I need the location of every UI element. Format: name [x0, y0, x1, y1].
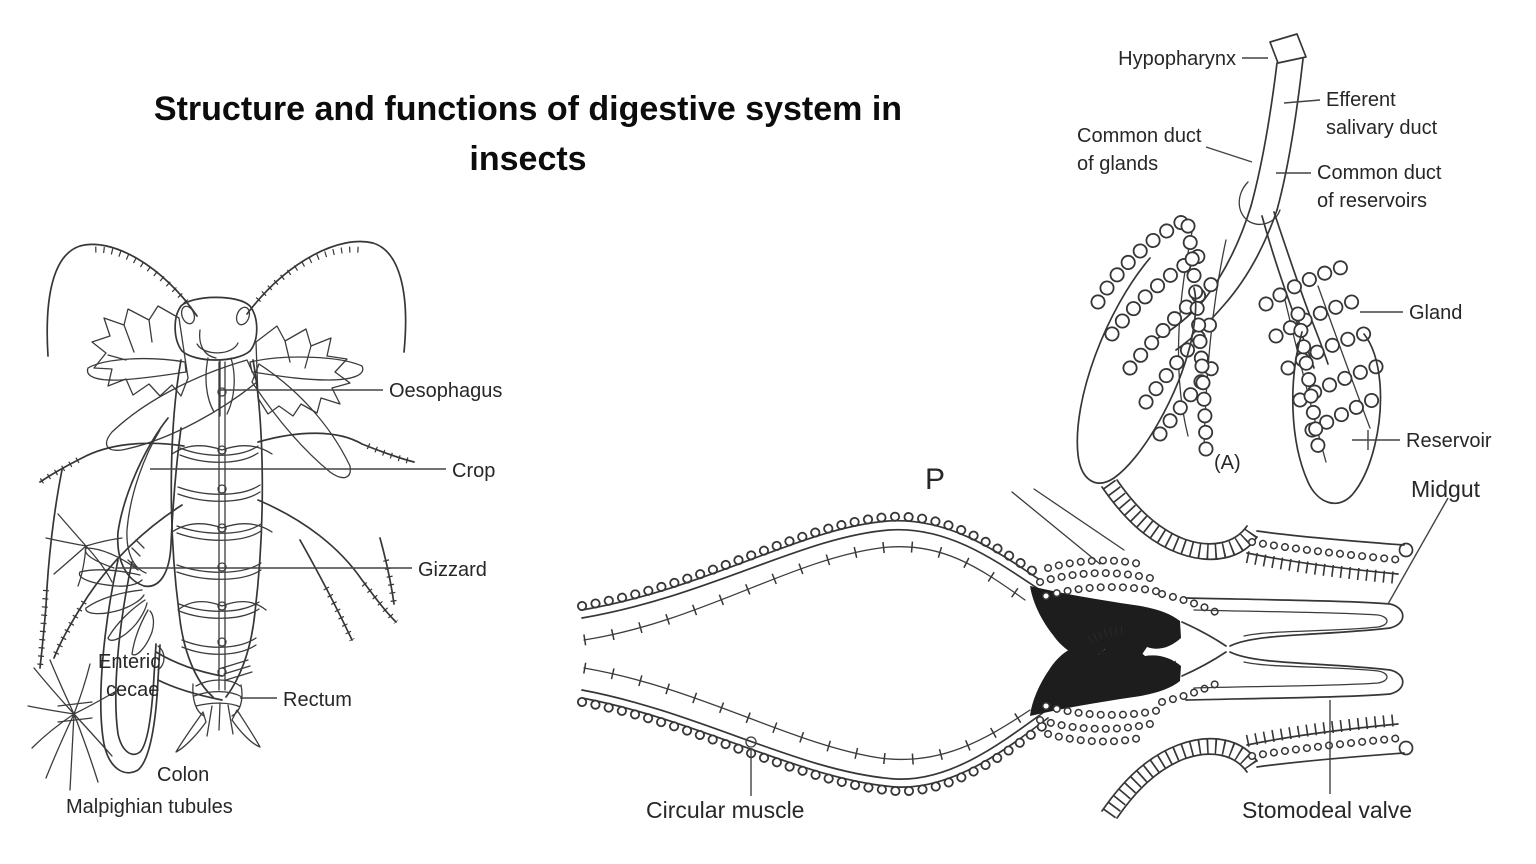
label-oesophagus: Oesophagus [389, 380, 502, 402]
label-circular-muscle: Circular muscle [646, 797, 804, 823]
label-caption-a: (A) [1214, 452, 1241, 474]
leader-reservoir [1352, 430, 1400, 450]
lower-midgut-art [1101, 714, 1414, 819]
wings-art [86, 305, 364, 479]
crop-gizzard-art [116, 417, 182, 588]
label-glands-duct-line1: Common duct [1077, 125, 1202, 147]
pointer-line-p-2 [1033, 488, 1125, 551]
cockroach-diagram: Oesophagus Crop Gizzard Rectum Enteric c… [27, 240, 502, 818]
label-reservoir: Reservoir [1406, 430, 1492, 452]
pointer-line-p-1 [1011, 491, 1101, 565]
salivary-gland-diagram: Hypopharynx Efferent salivary duct Commo… [1076, 33, 1492, 505]
label-glands-duct-line2: of glands [1077, 153, 1158, 175]
label-rectum: Rectum [283, 689, 352, 711]
leader-efferent-salivary-duct [1283, 99, 1321, 104]
reservoirs-art [1076, 257, 1382, 505]
rectum-art [175, 659, 261, 753]
label-enteric-cecae-line1: Enteric [98, 651, 160, 673]
head-art [174, 296, 258, 417]
upper-wall-art [577, 511, 1045, 646]
legs-art [37, 432, 415, 669]
label-malpighian-tubules: Malpighian tubules [66, 796, 233, 818]
colon-art [99, 559, 223, 774]
page-title-line1: Structure and functions of digestive sys… [153, 90, 903, 128]
label-colon: Colon [157, 764, 209, 786]
label-hypopharynx: Hypopharynx [1118, 48, 1236, 70]
upper-midgut-art [1101, 479, 1414, 584]
antennae-art [46, 240, 407, 357]
label-stomodeal-valve: Stomodeal valve [1242, 797, 1412, 823]
page-title: Structure and functions of digestive sys… [0, 84, 1056, 184]
leader-common-duct-glands [1205, 146, 1253, 163]
label-reservoirs-duct-line1: Common duct [1317, 162, 1442, 184]
label-midgut: Midgut [1411, 476, 1481, 502]
label-enteric-cecae-line2: cecae [106, 679, 159, 701]
label-gizzard: Gizzard [418, 559, 487, 581]
malpighian-tubules-art [27, 513, 123, 791]
lower-wall-art [577, 662, 1053, 797]
right-gland-art [1258, 256, 1392, 463]
label-efferent-line2: salivary duct [1326, 117, 1438, 139]
leader-midgut [1387, 497, 1449, 605]
label-reservoirs-duct-line2: of reservoirs [1317, 190, 1427, 212]
stomodeal-valve-art [1181, 597, 1404, 701]
label-gland: Gland [1409, 302, 1462, 324]
lower-teeth-art [1030, 625, 1228, 746]
label-partial-p: P [925, 463, 945, 496]
circular-muscle-marker [745, 736, 757, 748]
abdomen-art [170, 359, 273, 698]
proventriculus-diagram: P Midgut Circular muscle Stomodeal valve [577, 463, 1481, 823]
label-efferent-line1: Efferent [1326, 89, 1396, 111]
page-title-line2: insects [469, 140, 587, 178]
label-crop: Crop [452, 460, 495, 482]
